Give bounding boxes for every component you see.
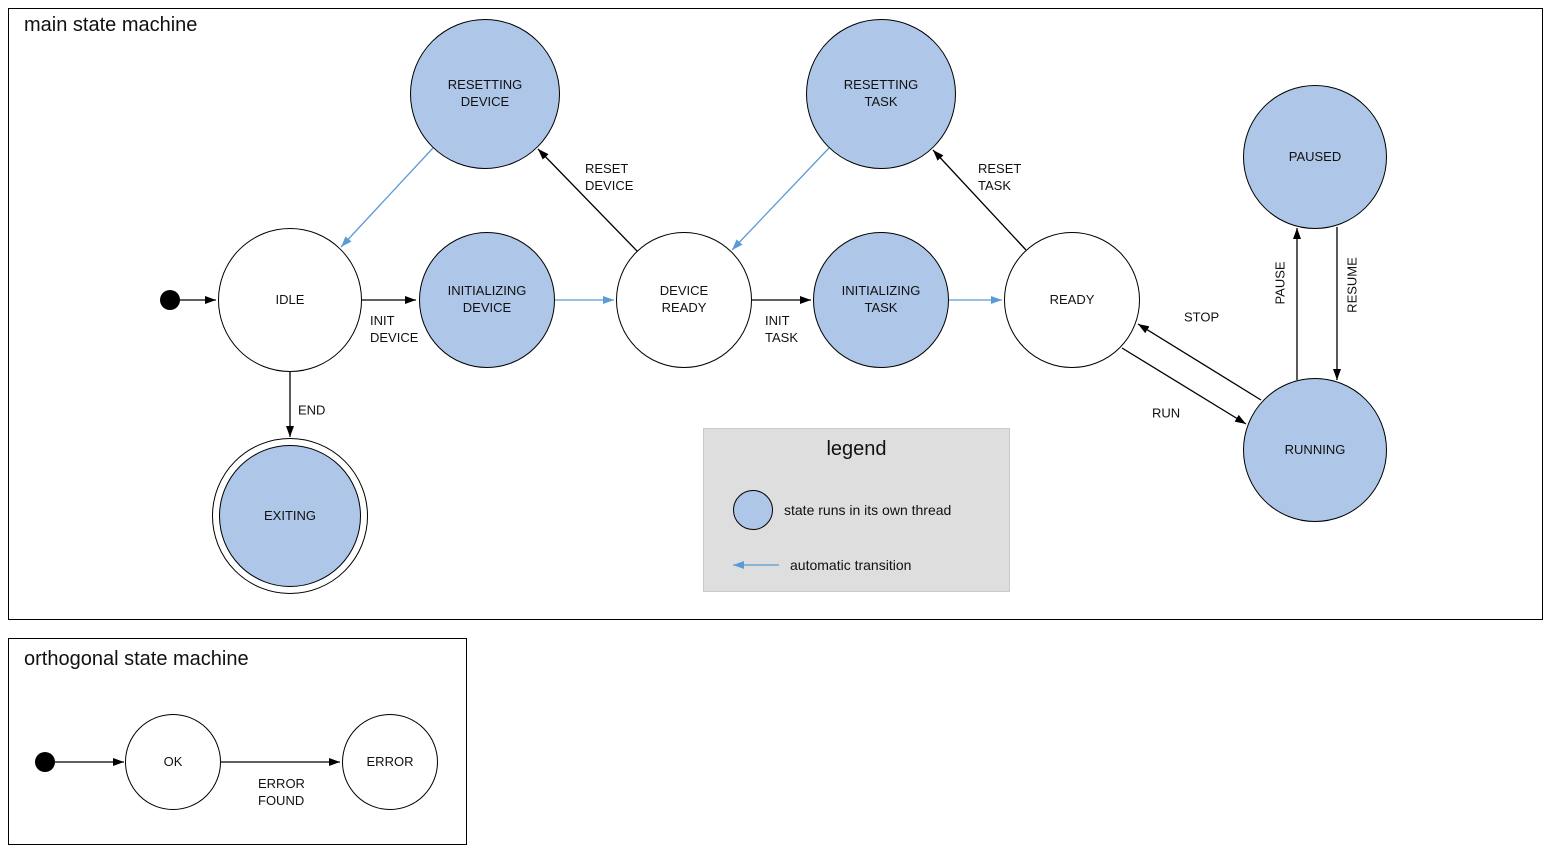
state-resetting-device: RESETTING DEVICE [410,19,560,169]
state-initializing-task: INITIALIZING TASK [813,232,949,368]
state-ok: OK [125,714,221,810]
label-reset-task: RESET TASK [978,161,1022,193]
initial-state-dot-orthogonal [35,752,55,772]
legend-title: legend [826,438,887,460]
state-exiting: EXITING [219,445,361,587]
label-init-device: INIT DEVICE [370,313,419,345]
legend-thread-state-icon [733,490,773,530]
label-end: END [298,402,326,418]
label-run: RUN [1152,405,1181,421]
main-frame-title: main state machine [24,14,198,36]
state-exiting-outer-ring: EXITING [212,438,368,594]
state-running: RUNNING [1243,378,1387,522]
legend-thread-state-label: state runs in its own thread [784,502,952,518]
state-error: ERROR [342,714,438,810]
state-device-ready: DEVICE READY [616,232,752,368]
state-idle: IDLE [218,228,362,372]
state-resetting-task: RESETTING TASK [806,19,956,169]
label-init-task: INIT TASK [765,313,798,345]
label-pause: PAUSE [1272,261,1288,305]
label-stop: STOP [1184,309,1220,325]
label-resume: RESUME [1344,257,1360,313]
legend-auto-transition-label: automatic transition [790,557,912,573]
orthogonal-frame-title: orthogonal state machine [24,648,249,670]
initial-state-dot-main [160,290,180,310]
label-error-found: ERROR FOUND [258,776,305,808]
state-initializing-device: INITIALIZING DEVICE [419,232,555,368]
label-reset-device: RESET DEVICE [585,161,634,193]
state-ready: READY [1004,232,1140,368]
state-paused: PAUSED [1243,85,1387,229]
